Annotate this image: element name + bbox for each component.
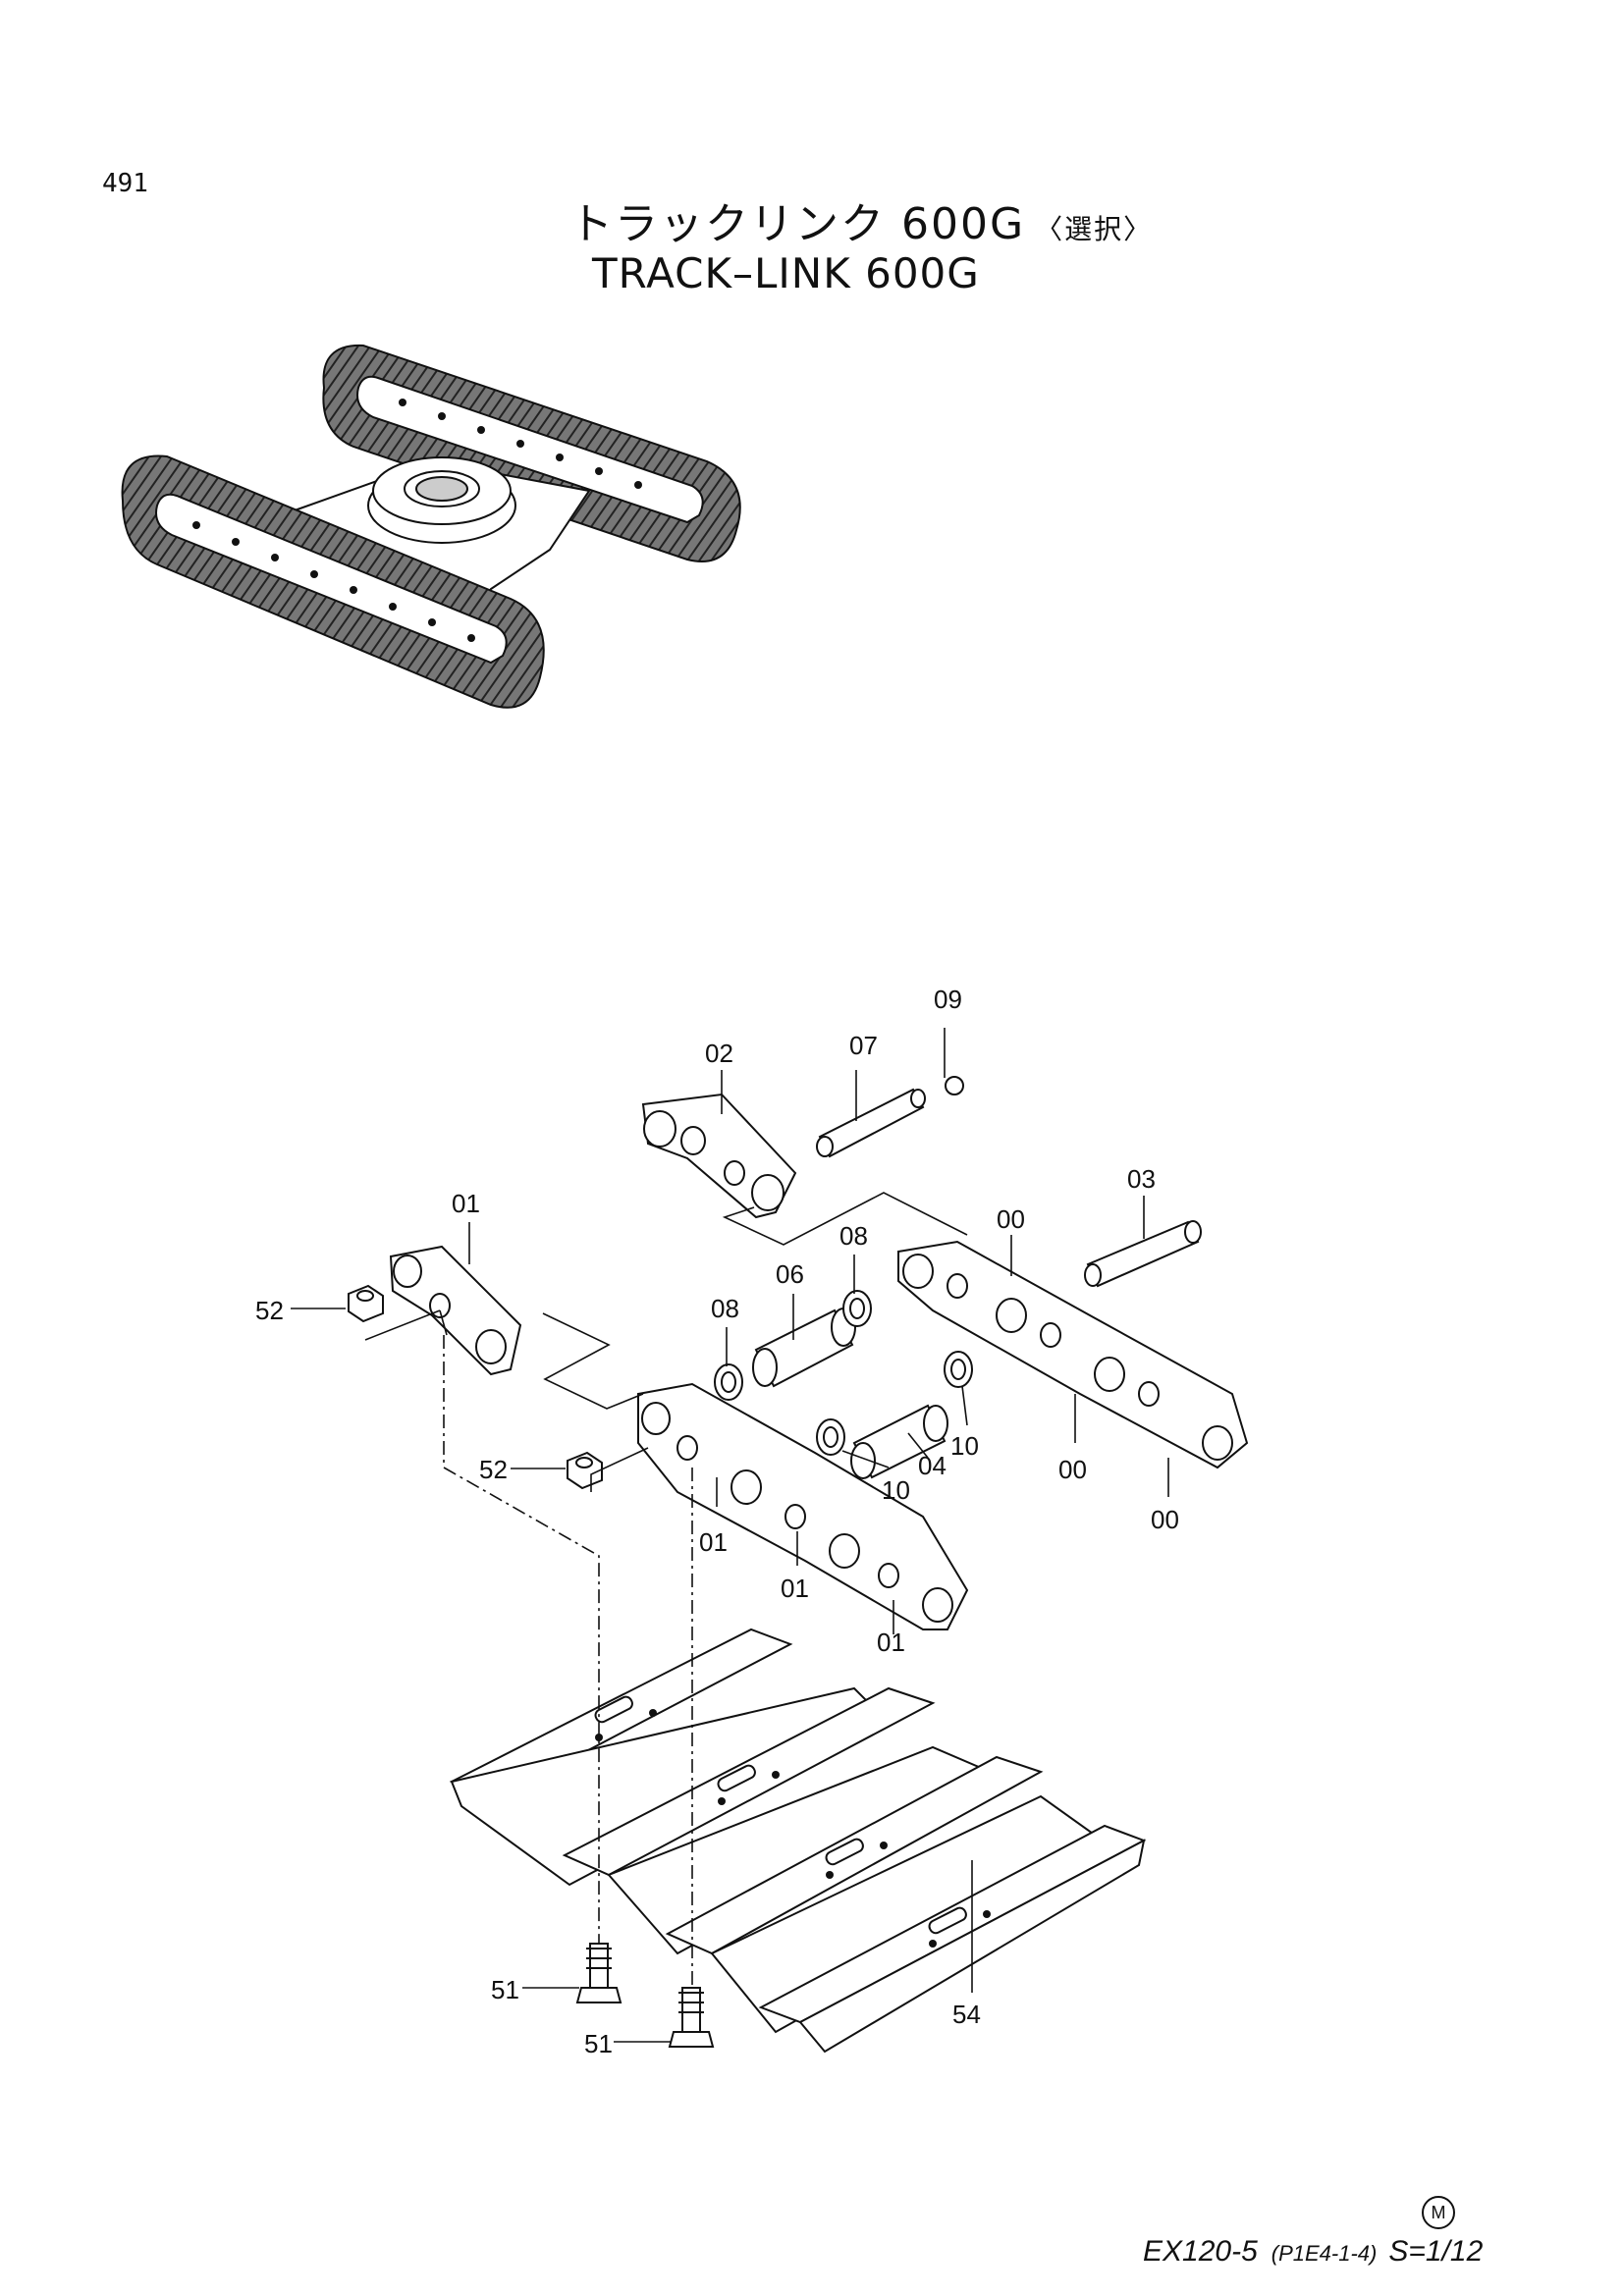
label-part-01-top: 01 — [452, 1189, 480, 1218]
label-part-51-right: 51 — [584, 2029, 613, 2058]
page-title-jp: トラックリンク 600G 〈選択〉 — [569, 188, 1153, 251]
link-part-02 — [641, 1093, 797, 1219]
label-part-51-left: 51 — [491, 1975, 519, 2004]
footer: EX120-5 (P1E4-1-4) S=1/12 — [1143, 2235, 1483, 2269]
label-part-02: 02 — [705, 1039, 733, 1068]
label-part-07: 07 — [849, 1031, 878, 1060]
leader-lines — [291, 1028, 1169, 2043]
seal-part-08-lower — [714, 1363, 743, 1401]
label-part-01-mid: 01 — [699, 1527, 728, 1557]
title-jp-option: 〈選択〉 — [1035, 213, 1154, 245]
m-mark: M — [1422, 2196, 1455, 2229]
link-part-01-left — [389, 1245, 522, 1376]
footer-code: (P1E4-1-4) — [1271, 2241, 1378, 2266]
label-part-00-top: 00 — [997, 1204, 1025, 1234]
label-part-08-upper: 08 — [839, 1221, 868, 1251]
pin-part-03 — [1084, 1220, 1202, 1288]
label-part-54: 54 — [952, 2000, 981, 2029]
label-part-52-lower: 52 — [479, 1455, 508, 1484]
label-part-04: 04 — [918, 1451, 947, 1480]
label-part-01-bottom: 01 — [877, 1628, 905, 1657]
page-number: 491 — [102, 169, 148, 198]
label-part-01-low: 01 — [781, 1574, 809, 1603]
label-part-10-lower: 10 — [882, 1475, 910, 1505]
link-assembly-part-00 — [897, 1240, 1249, 1469]
seal-part-10-upper — [944, 1351, 973, 1388]
shoe-plate-part-54 — [449, 1628, 1147, 2054]
bushing-part-04 — [850, 1404, 948, 1479]
label-part-00-mid: 00 — [1058, 1455, 1087, 1484]
undercarriage-illustration — [121, 344, 741, 709]
footer-sheet: S=1/12 — [1388, 2235, 1484, 2268]
pin-part-07 — [816, 1088, 926, 1158]
label-part-03: 03 — [1127, 1164, 1156, 1194]
label-part-00-bottom: 00 — [1151, 1505, 1179, 1534]
seal-part-10-lower — [816, 1418, 845, 1456]
bushing-part-06 — [752, 1308, 856, 1388]
snap-ring-part-09 — [945, 1076, 964, 1095]
page-title-en: TRACK–LINK 600G — [592, 249, 980, 297]
nut-part-52-upper — [348, 1284, 384, 1323]
label-part-08-lower: 08 — [711, 1294, 739, 1323]
bolt-part-51-left — [575, 1943, 622, 2003]
label-part-52-upper: 52 — [255, 1296, 284, 1325]
footer-model: EX120-5 — [1143, 2235, 1258, 2268]
link-assembly-part-01 — [637, 1382, 969, 1630]
label-part-06: 06 — [776, 1259, 804, 1289]
title-jp-text: トラックリンク 600G — [569, 199, 1026, 249]
bolt-part-51-right — [668, 1987, 715, 2048]
label-part-10-upper: 10 — [950, 1431, 979, 1461]
nut-part-52-lower — [567, 1451, 603, 1490]
seal-part-08-upper — [842, 1290, 872, 1327]
label-part-09: 09 — [934, 985, 962, 1014]
